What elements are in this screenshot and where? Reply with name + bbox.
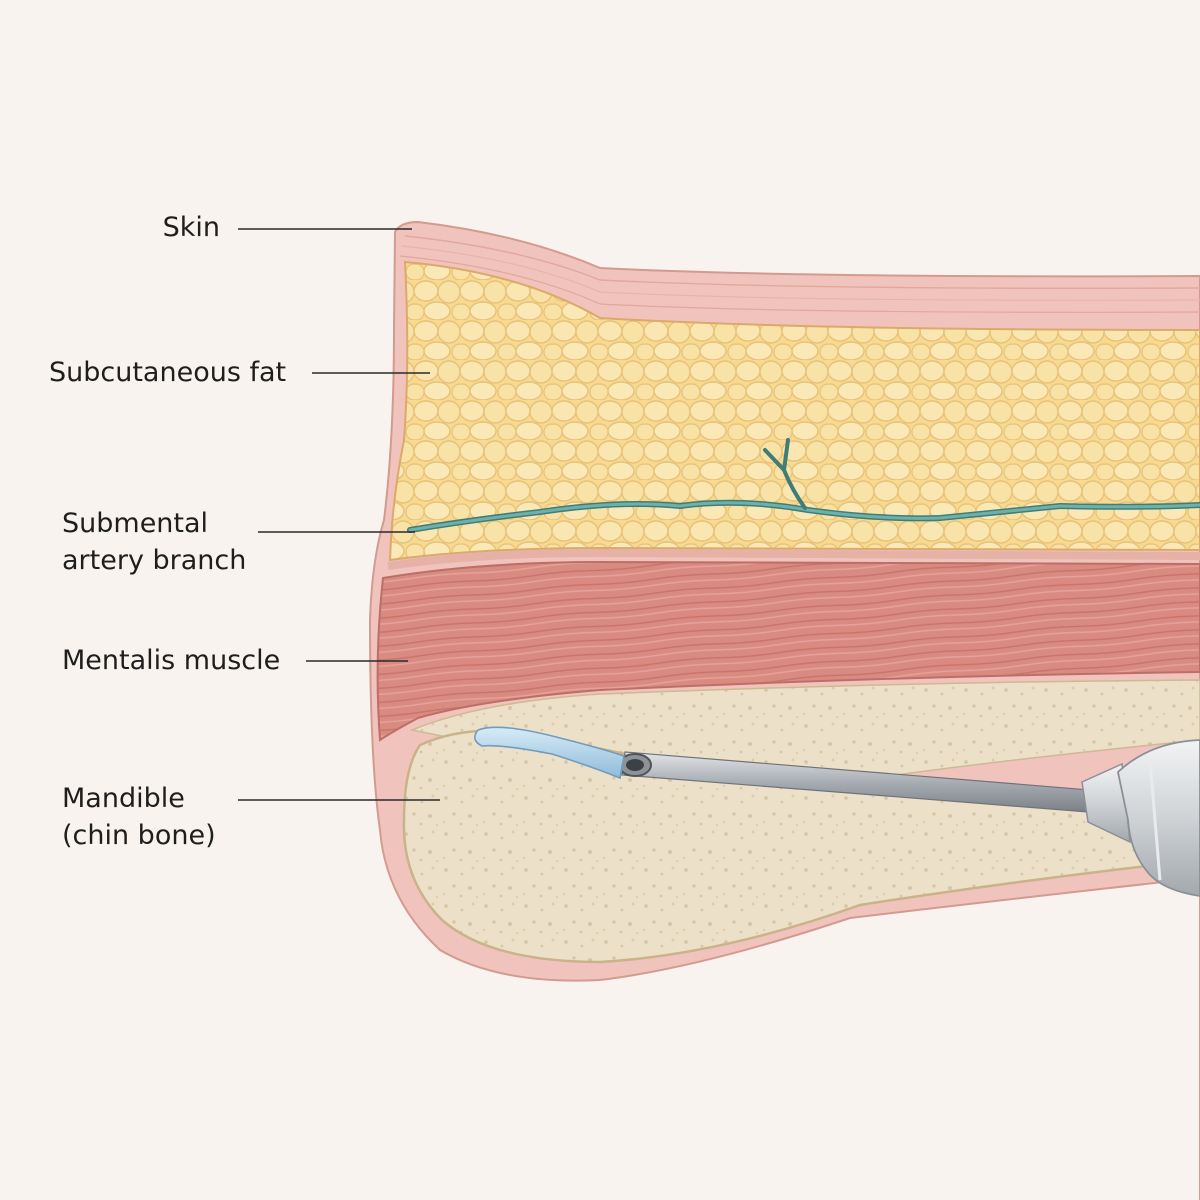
- label-artery-line-1: Submental: [62, 508, 209, 539]
- fat-layer: [388, 260, 1200, 562]
- label-submental-artery-branch: Submental artery branch: [62, 505, 246, 579]
- label-mandible-line-2: (chin bone): [62, 820, 216, 851]
- label-mentalis-muscle: Mentalis muscle: [62, 645, 281, 676]
- submental-artery-branch: [407, 438, 1200, 533]
- label-skin: Skin: [162, 212, 220, 243]
- mentalis-muscle-layer: [376, 560, 1200, 742]
- label-mandible-line-1: Mandible: [62, 783, 185, 814]
- cannula-syringe-icon: [474, 726, 1200, 897]
- label-mandible: Mandible (chin bone): [62, 780, 216, 854]
- label-subcutaneous-fat: Subcutaneous fat: [49, 357, 287, 388]
- label-artery-line-2: artery branch: [62, 545, 247, 576]
